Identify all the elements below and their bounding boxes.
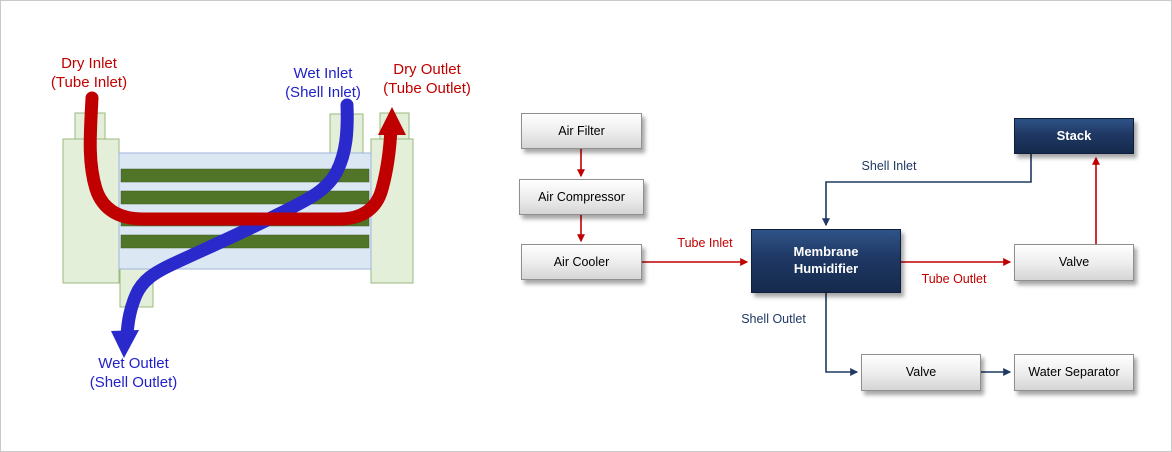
node-valve-bottom: Valve <box>861 354 981 391</box>
dry-inlet-label-line1: Dry Inlet <box>61 55 117 72</box>
shell-outlet-edge-label: Shell Outlet <box>741 312 806 326</box>
process-connectors <box>577 149 1100 376</box>
dry-outlet-label-line2: (Tube Outlet) <box>383 80 471 97</box>
dry-flow-arrowhead <box>378 107 406 135</box>
wet-outlet-label: Wet Outlet (Shell Outlet) <box>61 354 206 392</box>
tube-inlet-edge-label: Tube Inlet <box>677 236 733 250</box>
wet-flow-arrow <box>111 98 354 358</box>
node-air-compressor-label: Air Compressor <box>538 189 625 204</box>
wet-inlet-label: Wet Inlet (Shell Inlet) <box>263 64 383 102</box>
node-air-filter: Air Filter <box>521 113 642 149</box>
line-shell-inlet <box>822 154 1032 227</box>
wet-inlet-label-line2: (Shell Inlet) <box>285 84 361 101</box>
node-water-separator: Water Separator <box>1014 354 1134 391</box>
node-valve-right: Valve <box>1014 244 1134 281</box>
dry-flow-arrow <box>83 91 406 226</box>
node-water-separator-label: Water Separator <box>1028 365 1120 380</box>
wet-flow-arrowhead <box>111 330 139 358</box>
dry-inlet-label-line2: (Tube Inlet) <box>50 74 128 91</box>
wet-outlet-label-line2: (Shell Outlet) <box>89 374 178 391</box>
node-valve-bottom-label: Valve <box>905 365 937 380</box>
node-membrane-humidifier-label: Membrane Humidifier <box>793 244 859 276</box>
node-air-cooler: Air Cooler <box>521 244 642 280</box>
node-valve-right-label: Valve <box>1058 255 1090 270</box>
dry-outlet-label-line1: Dry Outlet <box>393 61 461 78</box>
line-shell-outlet <box>825 293 859 376</box>
membrane-layer <box>120 168 370 183</box>
membrane-layer <box>120 190 370 205</box>
tube-outlet-edge-label: Tube Outlet <box>921 272 987 286</box>
dry-inlet-label: Dry Inlet (Tube Inlet) <box>29 54 149 92</box>
node-stack-label: Stack <box>1056 127 1092 143</box>
shell-inlet-edge-label: Shell Inlet <box>861 159 917 173</box>
wet-inlet-label-line1: Wet Inlet <box>293 65 353 82</box>
node-membrane-humidifier: Membrane Humidifier <box>751 229 901 293</box>
node-stack: Stack <box>1014 118 1134 154</box>
node-air-compressor: Air Compressor <box>519 179 644 215</box>
wet-outlet-label-line1: Wet Outlet <box>98 355 169 372</box>
node-air-filter-label: Air Filter <box>558 123 605 138</box>
node-air-cooler-label: Air Cooler <box>553 254 610 269</box>
dry-outlet-label: Dry Outlet (Tube Outlet) <box>367 60 487 98</box>
